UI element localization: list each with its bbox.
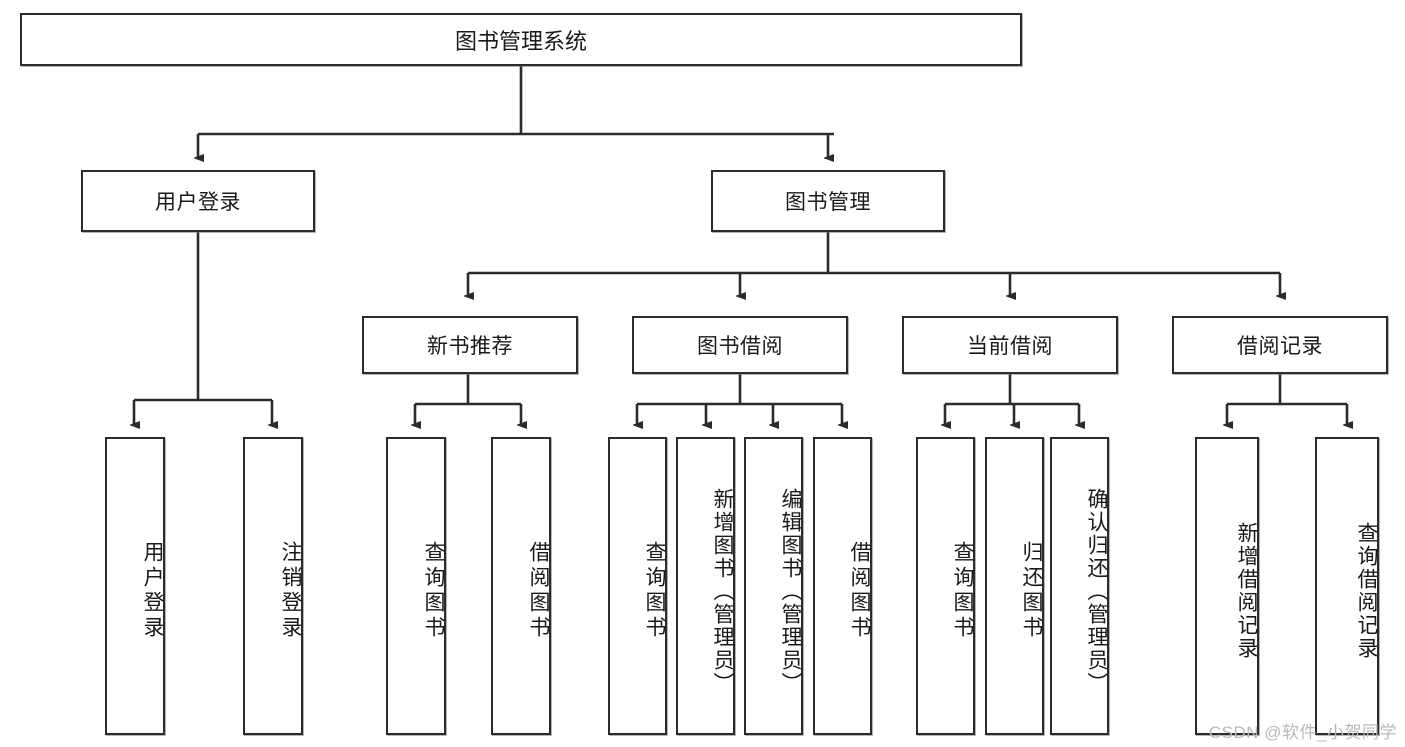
node-leaf-query-book-current-label: 查询图书 — [951, 541, 974, 641]
node-new-book-recommend-label: 新书推荐 — [427, 335, 513, 358]
node-leaf-logout[interactable]: 注销登录 — [243, 437, 303, 735]
node-leaf-borrow-book-label: 借阅图书 — [848, 541, 871, 641]
node-leaf-query-book-current[interactable]: 查询图书 — [916, 437, 975, 735]
node-book-management-label: 图书管理 — [785, 191, 871, 214]
node-leaf-add-borrow-record-label: 新增借阅记录 — [1235, 522, 1258, 660]
node-current-borrow[interactable]: 当前借阅 — [902, 316, 1118, 374]
node-user-login[interactable]: 用户登录 — [81, 170, 315, 232]
node-leaf-confirm-return-admin-label: 确认归还（管理员） — [1085, 487, 1108, 695]
node-root-system[interactable]: 图书管理系统 — [20, 13, 1022, 66]
node-leaf-query-borrow-record[interactable]: 查询借阅记录 — [1315, 437, 1379, 735]
node-book-borrow[interactable]: 图书借阅 — [632, 316, 848, 374]
node-leaf-logout-label: 注销登录 — [279, 541, 302, 641]
node-leaf-return-book[interactable]: 归还图书 — [985, 437, 1044, 735]
node-current-borrow-label: 当前借阅 — [967, 335, 1053, 358]
node-leaf-query-book-borrow[interactable]: 查询图书 — [608, 437, 667, 735]
node-new-book-recommend[interactable]: 新书推荐 — [362, 316, 578, 374]
node-book-borrow-label: 图书借阅 — [697, 335, 783, 358]
node-leaf-user-login-label: 用户登录 — [141, 541, 164, 641]
node-leaf-borrow-book-recommend[interactable]: 借阅图书 — [491, 437, 551, 735]
node-leaf-return-book-label: 归还图书 — [1020, 541, 1043, 641]
node-leaf-query-book-borrow-label: 查询图书 — [643, 541, 666, 641]
node-borrow-record-label: 借阅记录 — [1237, 335, 1323, 358]
node-borrow-record[interactable]: 借阅记录 — [1172, 316, 1388, 374]
csdn-watermark: CSDN @软件_小贺同学 — [1208, 723, 1397, 742]
node-leaf-edit-book-admin-label: 编辑图书（管理员） — [779, 487, 802, 695]
node-user-login-label: 用户登录 — [155, 191, 241, 214]
node-leaf-confirm-return-admin[interactable]: 确认归还（管理员） — [1050, 437, 1109, 735]
node-leaf-add-book-admin-label: 新增图书（管理员） — [711, 487, 734, 695]
node-leaf-add-borrow-record[interactable]: 新增借阅记录 — [1195, 437, 1259, 735]
node-leaf-borrow-book-recommend-label: 借阅图书 — [527, 541, 550, 641]
node-leaf-query-book-recommend-label: 查询图书 — [422, 541, 445, 641]
node-book-management[interactable]: 图书管理 — [711, 170, 945, 232]
node-leaf-query-borrow-record-label: 查询借阅记录 — [1355, 522, 1378, 660]
node-leaf-edit-book-admin[interactable]: 编辑图书（管理员） — [744, 437, 803, 735]
node-leaf-user-login[interactable]: 用户登录 — [105, 437, 165, 735]
node-leaf-add-book-admin[interactable]: 新增图书（管理员） — [676, 437, 735, 735]
node-leaf-query-book-recommend[interactable]: 查询图书 — [386, 437, 446, 735]
node-leaf-borrow-book[interactable]: 借阅图书 — [813, 437, 872, 735]
node-root-label: 图书管理系统 — [454, 28, 587, 54]
